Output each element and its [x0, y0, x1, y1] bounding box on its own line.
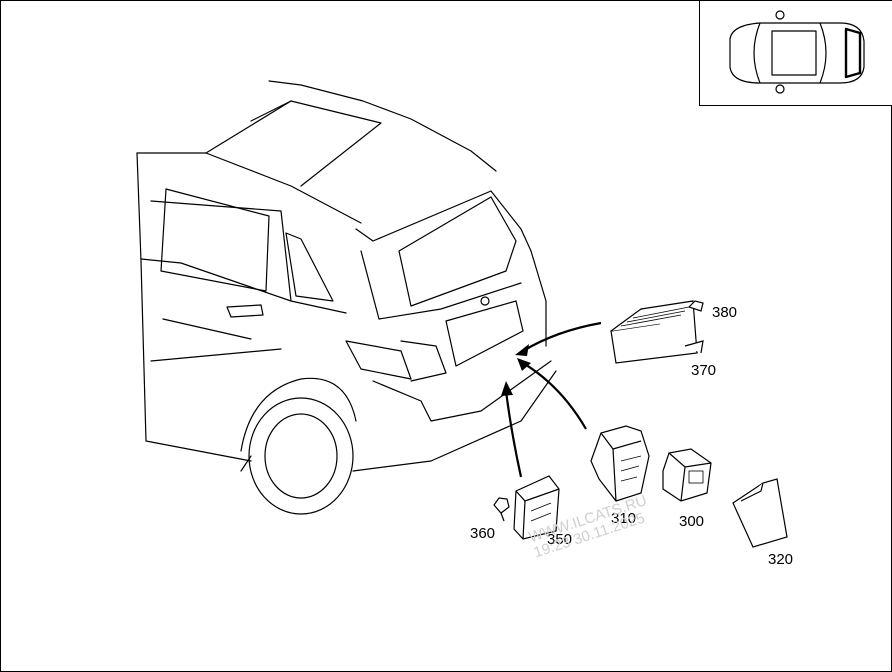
part-370-shape: [610, 300, 704, 364]
callout-350: 350: [547, 531, 573, 548]
callout-360: 360: [470, 525, 496, 542]
part-380-shape: [687, 300, 704, 312]
inset-vehicle-topview: [729, 10, 865, 94]
part-350-shape: [513, 475, 560, 540]
inset-overview: [699, 1, 892, 106]
callout-310: 310: [611, 510, 637, 527]
callout-300: 300: [679, 513, 705, 530]
callout-370: 370: [691, 362, 717, 379]
part-310-shape: [590, 425, 650, 502]
part-320-shape: [732, 478, 788, 548]
part-360-shape: [493, 497, 510, 522]
callout-320: 320: [768, 551, 794, 568]
callout-380: 380: [712, 304, 738, 321]
part-300-shape: [662, 448, 712, 502]
